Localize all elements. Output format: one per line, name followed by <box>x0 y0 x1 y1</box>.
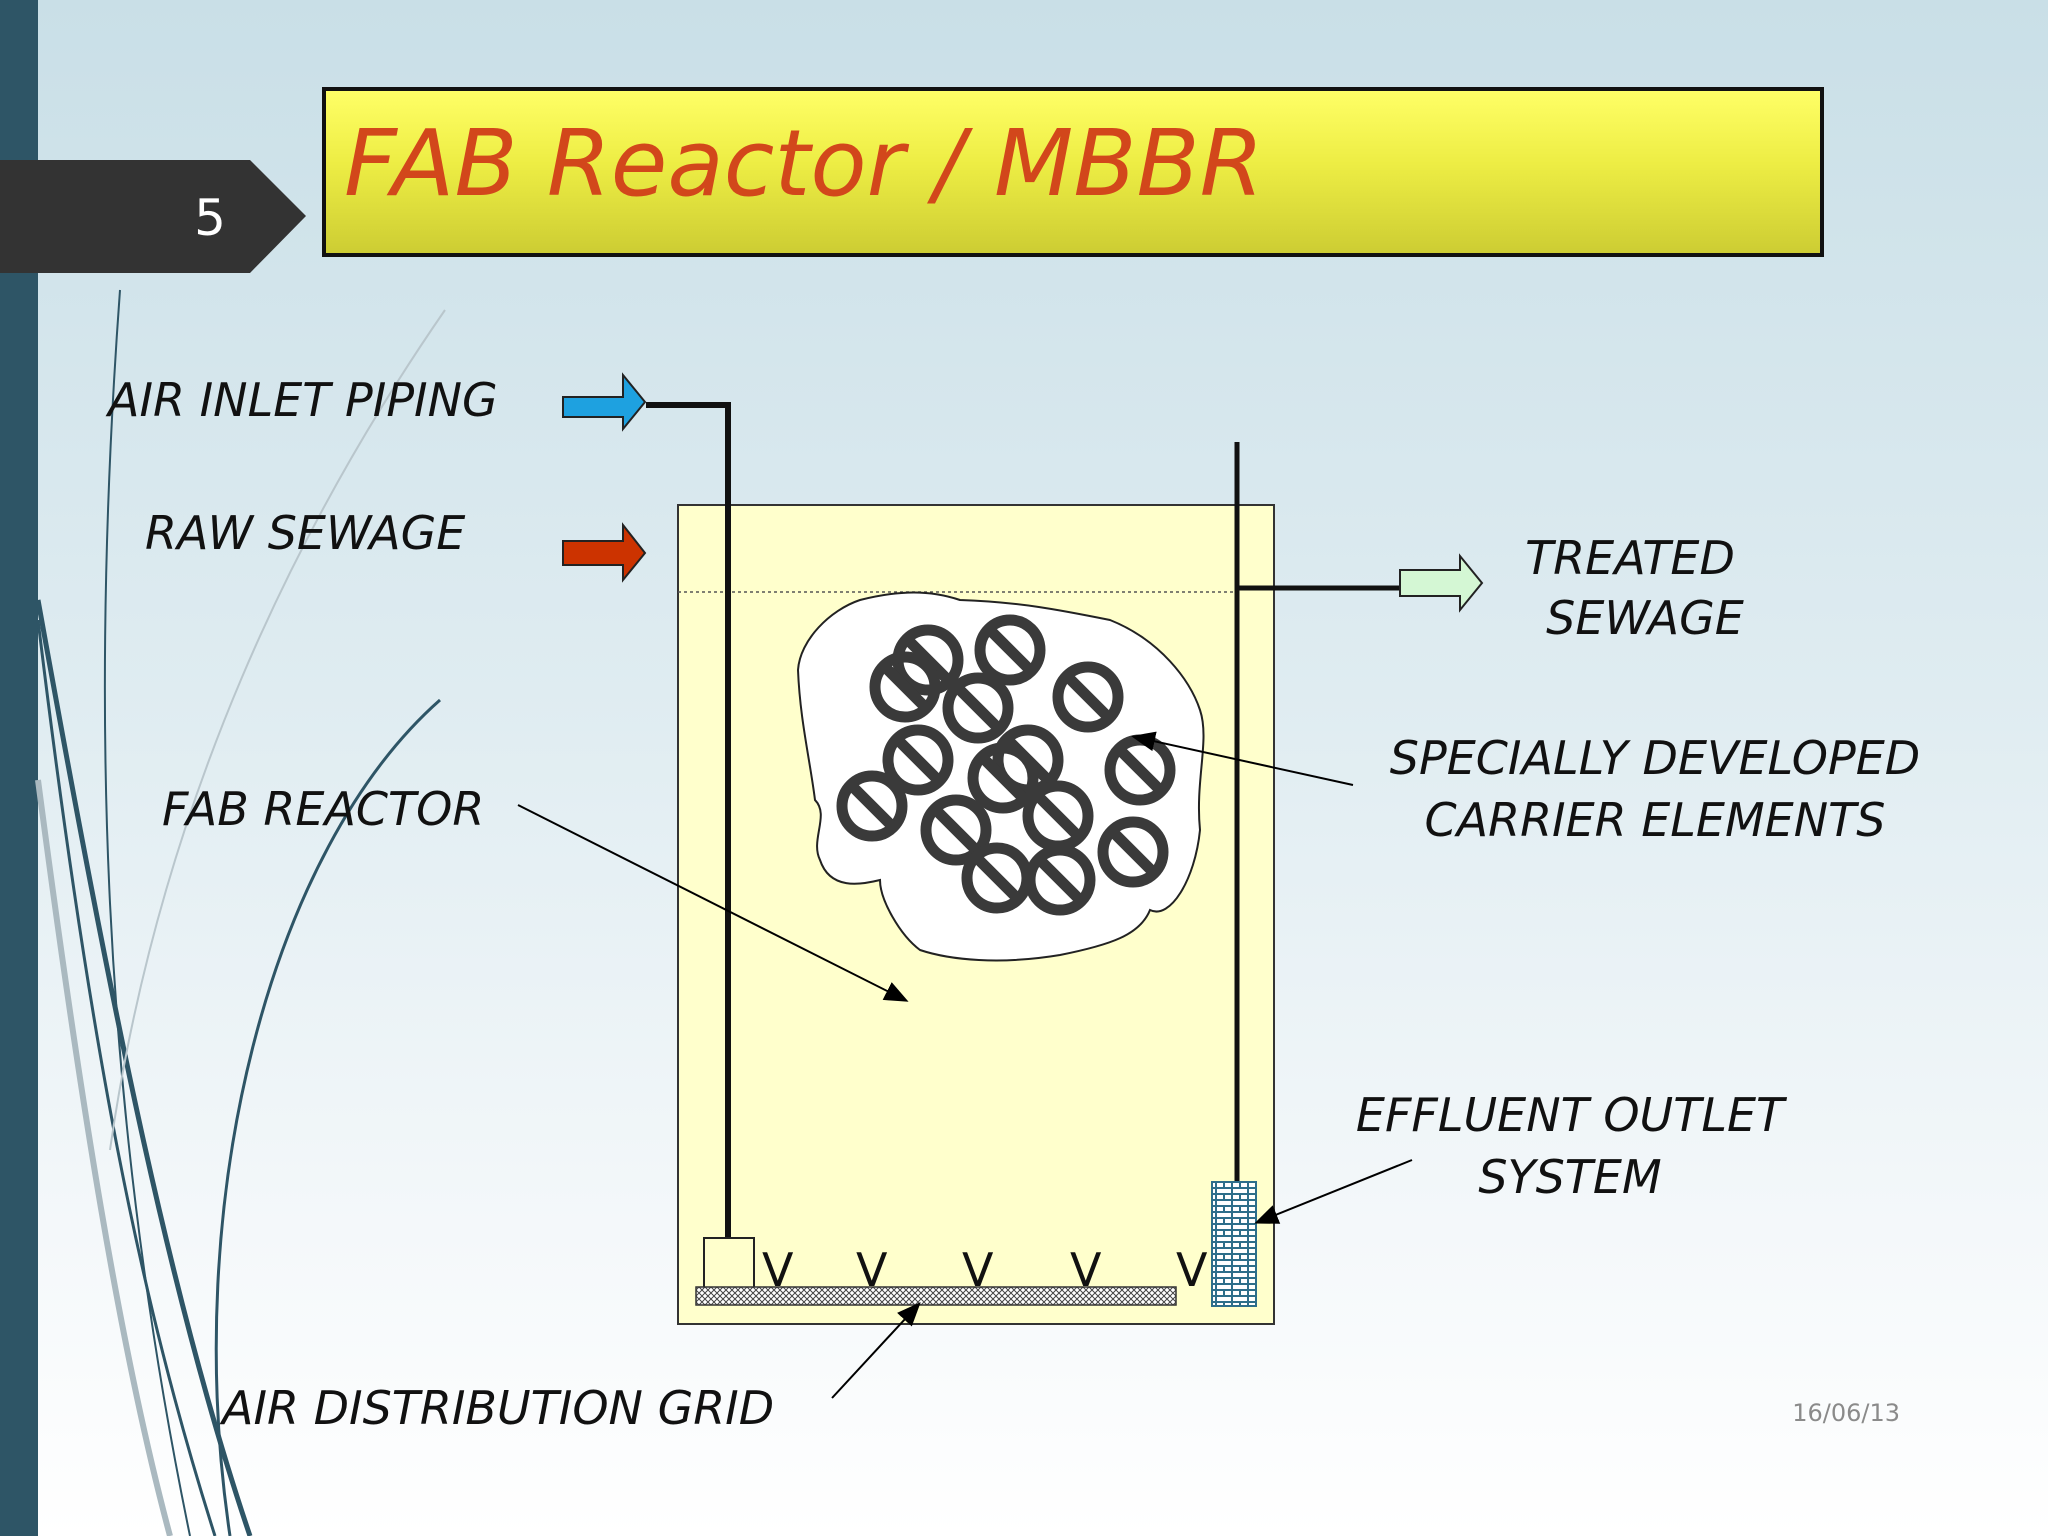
air-distribution-grid <box>695 1286 1177 1306</box>
diffuser-mark: V <box>762 1243 794 1297</box>
diffuser-mark: V <box>1070 1243 1102 1297</box>
label-carrier-elements-line2: CARRIER ELEMENTS <box>1424 793 1886 847</box>
raw-sewage-arrow-icon <box>562 522 647 583</box>
label-air-distribution-grid: AIR DISTRIBUTION GRID <box>222 1381 775 1435</box>
effluent-outlet-brick <box>1211 1181 1257 1307</box>
slide-date: 16/06/13 <box>1792 1399 1900 1427</box>
slide-title: FAB Reactor / MBBR <box>344 110 1264 217</box>
effluent-outlet-pointer <box>1254 1159 1413 1224</box>
label-treated-sewage-line2: SEWAGE <box>1546 591 1744 645</box>
label-carrier-elements-line1: SPECIALLY DEVELOPED <box>1389 731 1921 785</box>
label-effluent-outlet-line1: EFFLUENT OUTLET <box>1355 1088 1785 1142</box>
air-inlet-pipe <box>646 402 731 1240</box>
slide-number-tab <box>0 160 306 273</box>
treated-sewage-arrow-icon <box>1399 553 1484 613</box>
label-treated-sewage-line1: TREATED <box>1525 531 1735 585</box>
diffuser-mark: V <box>962 1243 994 1297</box>
label-air-inlet-piping: AIR INLET PIPING <box>108 373 498 427</box>
diffuser-mark: V <box>1176 1243 1208 1297</box>
fab-reactor-pointer <box>517 804 909 1002</box>
air-pipe-foot <box>703 1237 755 1291</box>
label-raw-sewage: RAW SEWAGE <box>145 506 466 560</box>
title-box: FAB Reactor / MBBR <box>322 87 1824 257</box>
slide-number: 5 <box>194 189 226 247</box>
label-effluent-outlet-line2: SYSTEM <box>1478 1150 1662 1204</box>
decorative-swoosh <box>35 289 446 1536</box>
air-grid-pointer <box>831 1302 921 1399</box>
diffuser-mark: V <box>856 1243 888 1297</box>
label-fab-reactor: FAB REACTOR <box>162 782 485 836</box>
carrier-elements-pointer <box>1131 731 1354 786</box>
air-inlet-arrow-icon <box>562 372 647 432</box>
